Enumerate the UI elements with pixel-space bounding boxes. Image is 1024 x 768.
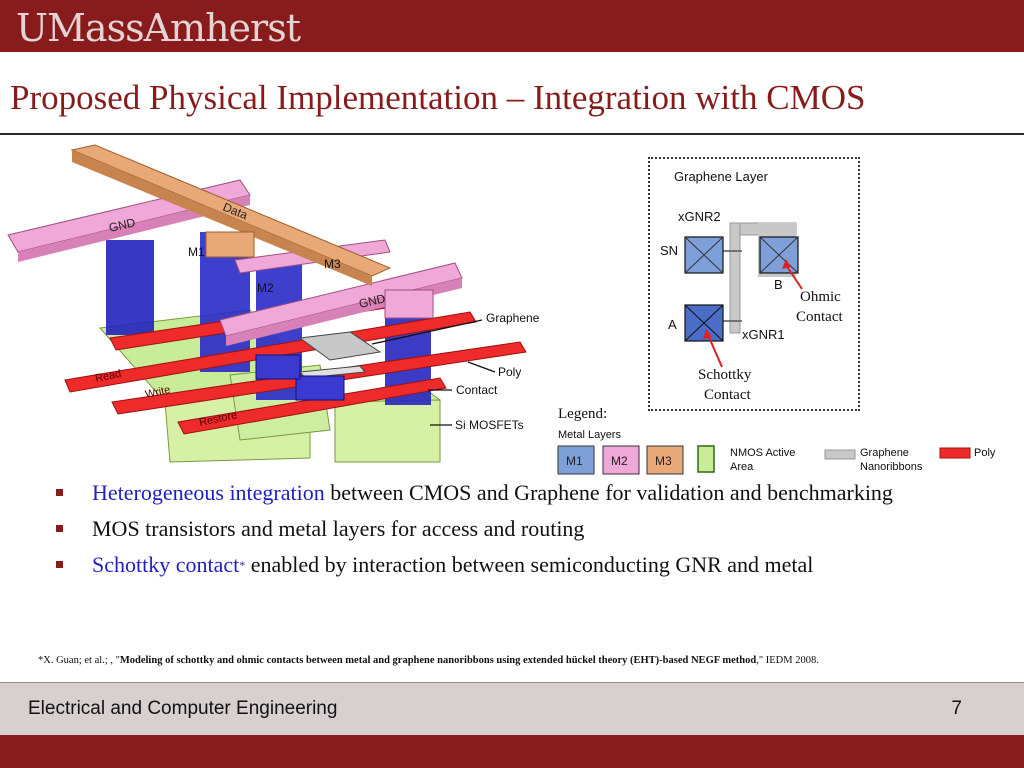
- bullet-item-mos: MOS transistors and metal layers for acc…: [56, 514, 956, 544]
- bullet-marker: [56, 561, 63, 568]
- ohmic-arrow: [785, 264, 803, 290]
- legend-nmos-line-2: Area: [730, 461, 754, 473]
- reference-footnote: *X. Guan; et al.; , "Modeling of schottk…: [38, 654, 998, 668]
- m2-via-right: [384, 289, 434, 319]
- umass-logo: UMassAmherst: [16, 6, 301, 50]
- bullet-list: Heterogeneous integration between CMOS a…: [56, 478, 956, 586]
- label-graphene: Graphene: [486, 311, 540, 325]
- m2-gnd-left-side: [18, 195, 250, 262]
- legend-poly-label: Poly: [974, 447, 996, 459]
- bullet-3-highlight: Schottky contact: [92, 552, 240, 577]
- b-cross-2: [759, 236, 799, 274]
- m1-pillar-left: [106, 240, 154, 335]
- label-m1: M1: [188, 245, 205, 259]
- nmos-area-right-front: [334, 399, 441, 463]
- slide-title: Proposed Physical Implementation – Integ…: [10, 78, 866, 117]
- title-divider: [0, 133, 1024, 135]
- label-xgnr1: xGNR1: [742, 327, 785, 342]
- poly-restore: [177, 377, 447, 435]
- ohmic-line-2: Contact: [796, 309, 843, 325]
- legend-gnr-line-1: Graphene: [860, 447, 909, 459]
- legend-poly-swatch: [939, 447, 971, 459]
- schottky-line-2: Contact: [704, 387, 751, 403]
- legend-gnr-line-2: Nanoribbons: [860, 461, 923, 473]
- legend-m2-swatch: [602, 445, 640, 475]
- legend-m2-label: M2: [611, 454, 628, 468]
- bullet-item-schottky: Schottky contact* enabled by interaction…: [56, 550, 956, 580]
- label-m3: M3: [324, 257, 341, 271]
- legend-nmos-swatch: [697, 445, 715, 473]
- contact-block-2: [255, 354, 301, 380]
- label-gnd-right: GND: [358, 291, 387, 311]
- footer-department: Electrical and Computer Engineering: [28, 698, 338, 719]
- label-gnd-left: GND: [108, 215, 137, 235]
- legend-title: Legend:: [558, 406, 607, 422]
- legend-nmos-line-1: NMOS Active: [730, 447, 795, 459]
- label-xgnr2: xGNR2: [678, 209, 721, 224]
- bullet-3-footnote-mark: *: [239, 558, 246, 572]
- schottky-arrow: [707, 334, 723, 368]
- arrow-poly: [467, 361, 496, 373]
- m3-data-bar-side: [72, 150, 372, 286]
- legend-m3-swatch: [646, 445, 684, 475]
- graphene-layer-drawing: Graphene Layer xGNR2 SN B A xGNR1 Ohmic …: [660, 169, 843, 403]
- bullet-marker: [56, 525, 63, 532]
- bullet-item-heterogeneous: Heterogeneous integration between CMOS a…: [56, 478, 956, 508]
- label-a: A: [668, 317, 677, 332]
- xgnr-vertical: [729, 222, 741, 334]
- label-contact: Contact: [456, 383, 498, 397]
- label-sn: SN: [660, 243, 678, 258]
- a-cross-2: [684, 304, 724, 342]
- legend-m1-label: M1: [566, 454, 583, 468]
- m3-via: [205, 231, 255, 258]
- footer-bar: [0, 682, 1024, 735]
- legend: Legend: Metal Layers M1 M2 M3 NMOS Activ…: [557, 406, 996, 475]
- ohmic-arrowhead: [782, 259, 791, 269]
- reference-title: Modeling of schottky and ohmic contacts …: [119, 655, 757, 666]
- graphene-layer-panel: Graphene Layer xGNR2 SN B A xGNR1 Ohmic …: [648, 157, 860, 411]
- label-write: Write: [144, 384, 171, 401]
- ohmic-line-1: Ohmic: [800, 289, 841, 305]
- bottom-bar: [0, 735, 1024, 768]
- bullet-3-text: enabled by interaction between semicondu…: [245, 552, 814, 577]
- header-bar: UMassAmherst: [0, 0, 1024, 52]
- bullet-marker: [56, 489, 63, 496]
- contact-block: [295, 375, 345, 401]
- arrow-graphene: [371, 319, 483, 345]
- sn-cross-2: [684, 236, 724, 274]
- page-number: 7: [951, 698, 962, 719]
- label-b: B: [774, 277, 783, 292]
- legend-metal-layers: Metal Layers: [558, 429, 621, 441]
- schottky-arrowhead: [703, 329, 712, 339]
- bullet-2-text: MOS transistors and metal layers for acc…: [92, 516, 585, 541]
- cmos-3d-layout-diagram: GND Data M1 M2 M3 GND Read Write Restore…: [7, 144, 540, 463]
- label-m2: M2: [257, 281, 274, 295]
- label-read: Read: [94, 368, 122, 385]
- panel-title: Graphene Layer: [674, 169, 769, 184]
- reference-suffix: ," IEDM 2008.: [756, 655, 819, 666]
- legend-gnr-swatch: [824, 449, 856, 460]
- label-poly: Poly: [498, 365, 521, 379]
- schottky-line-1: Schottky: [698, 367, 752, 383]
- bullet-1-text: between CMOS and Graphene for validation…: [324, 480, 893, 505]
- label-si-mosfets: Si MOSFETs: [455, 418, 524, 432]
- bullet-1-highlight: Heterogeneous integration: [92, 480, 325, 505]
- reference-prefix: *X. Guan; et al.; , ": [38, 655, 120, 666]
- legend-m1-swatch: [557, 445, 595, 475]
- graphene-sheet: [298, 331, 382, 361]
- legend-m3-label: M3: [655, 454, 672, 468]
